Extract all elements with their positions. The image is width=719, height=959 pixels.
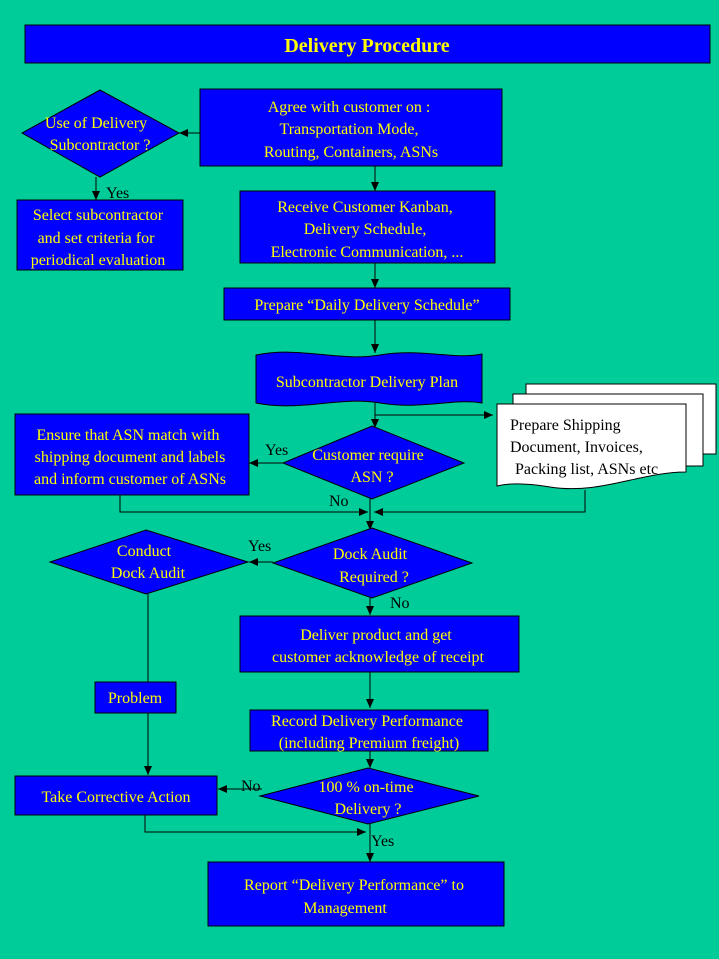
edge-ensure-merge: [119, 495, 368, 516]
label-yes-asn: Yes: [265, 442, 288, 459]
decision-conduct-dock-audit: Conduct Dock Audit: [48, 529, 250, 595]
svg-text:Customer require ASN ?: Customer require ASN ?: [312, 447, 428, 486]
decision-customer-require-asn: Customer require ASN ?: [281, 425, 466, 500]
svg-text:Agree with customer on :: Agree with customer on : Transportation …: [264, 99, 438, 161]
svg-text:Ensure that ASN match with: Ensure that ASN match with shipping docu…: [34, 427, 229, 488]
label-yes-subcontractor: Yes: [106, 185, 129, 202]
label-no-asn: No: [329, 493, 349, 510]
box-agree-with-customer: Agree with customer on : Transportation …: [199, 88, 503, 167]
svg-text:Conduct Dock Audit: Conduct Dock Audit: [111, 543, 186, 582]
svg-text:Take Corrective Action: Take Corrective Action: [41, 789, 190, 806]
box-take-corrective-action: Take Corrective Action: [14, 775, 218, 816]
label-yes-audit: Yes: [248, 538, 271, 555]
title-text: Delivery Procedure: [284, 35, 449, 57]
document-shipping-stack: Prepare Shipping Document, Invoices, Pac…: [496, 383, 717, 490]
edge-action-merge: [144, 815, 366, 836]
decision-use-subcontractor: Use of Delivery Subcontractor ?: [20, 89, 181, 178]
box-deliver-product: Deliver product and get customer acknowl…: [239, 615, 520, 673]
svg-text:Select subcontractor and: Select subcontractor and set criteria fo…: [31, 207, 167, 269]
box-report-to-management: Report “Delivery Performance” to Managem…: [207, 861, 505, 927]
decision-on-time-delivery: 100 % on-time Delivery ?: [258, 767, 480, 825]
svg-text:100 % on-time Delivery ?: 100 % on-time Delivery ?: [318, 779, 417, 818]
box-ensure-asn-match: Ensure that ASN match with shipping docu…: [14, 413, 250, 496]
svg-text:Record Delivery Performance: Record Delivery Performance (including P…: [271, 713, 467, 752]
label-no-ontime: No: [241, 778, 261, 795]
label-no-audit: No: [390, 595, 410, 612]
edge-docs-merge: [374, 490, 586, 516]
decision-dock-audit-required: Dock Audit Required ?: [271, 527, 474, 599]
box-prepare-daily-schedule: Prepare “Daily Delivery Schedule”: [223, 287, 511, 321]
box-receive-kanban: Receive Customer Kanban, Delivery Schedu…: [239, 190, 496, 264]
edge-labels: Yes Yes No Yes No No Yes: [106, 185, 410, 850]
svg-text:Dock Audit Required ?: Dock Audit Required ?: [333, 546, 411, 586]
title-bar: Delivery Procedure: [24, 24, 711, 64]
svg-text:Problem: Problem: [108, 690, 163, 707]
box-subcontractor-delivery-plan: Subcontractor Delivery Plan: [255, 351, 483, 407]
svg-text:Prepare Shipping Documen: Prepare Shipping Document, Invoices, Pac…: [510, 417, 658, 478]
box-select-subcontractor: Select subcontractor and set criteria fo…: [16, 199, 184, 271]
svg-text:Deliver product and get: Deliver product and get customer acknowl…: [272, 627, 484, 666]
svg-text:Prepare “Daily Delivery Schedu: Prepare “Daily Delivery Schedule”: [254, 297, 479, 314]
box-problem: Problem: [94, 681, 177, 714]
box-record-delivery-performance: Record Delivery Performance (including P…: [249, 709, 489, 752]
svg-text:Use of Delivery Subcontr: Use of Delivery Subcontractor ?: [45, 115, 151, 154]
svg-text:Subcontractor Delivery Plan: Subcontractor Delivery Plan: [276, 374, 458, 391]
svg-text:Receive Customer Kanban,: Receive Customer Kanban, Delivery Schedu…: [271, 199, 464, 261]
connectors: [92, 129, 586, 862]
svg-text:Report “Delivery Performance”: Report “Delivery Performance” to Managem…: [244, 877, 468, 917]
label-yes-ontime: Yes: [371, 833, 394, 850]
